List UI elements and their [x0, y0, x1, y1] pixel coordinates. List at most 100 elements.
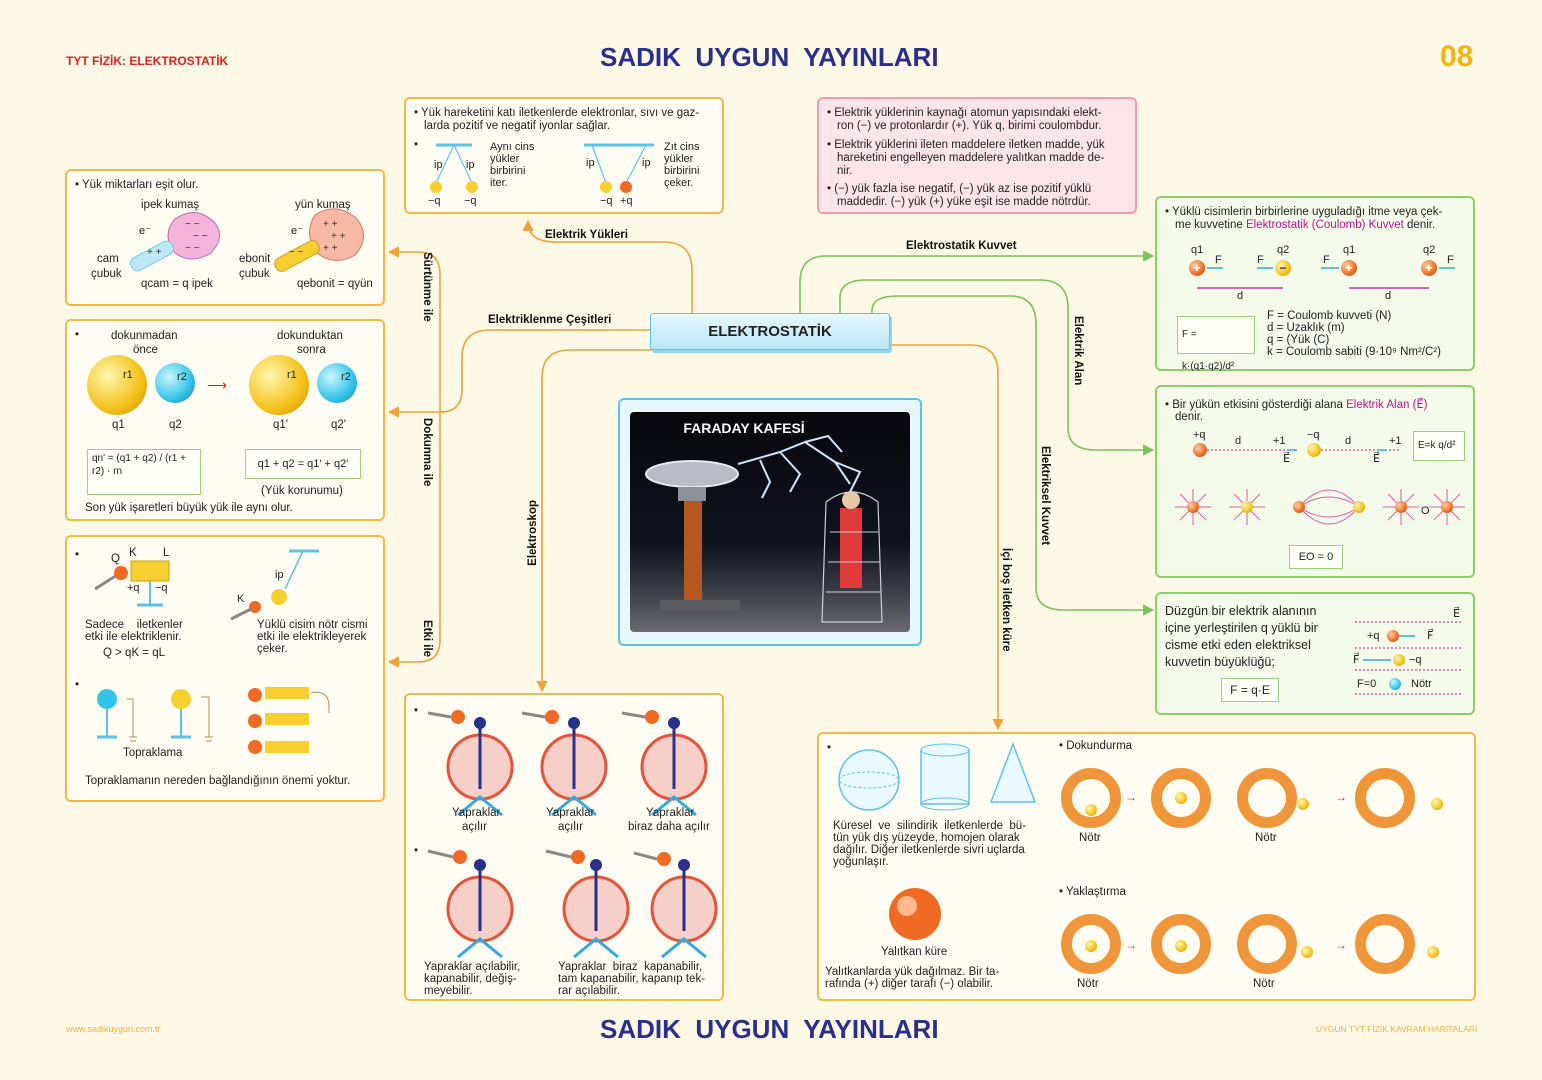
- label-minus-q: −q: [155, 582, 168, 594]
- kuvvet-F-zero: F=0: [1357, 678, 1377, 690]
- label-q1-a: q1: [1191, 244, 1204, 256]
- sphere-q1-before: [87, 355, 147, 415]
- formula-yuk-korunumu: q1 + q2 = q1' + q2': [245, 449, 361, 479]
- label-yun: yün kumaş: [295, 199, 351, 211]
- label-notr-4: Nötr: [1253, 978, 1275, 990]
- surtunme-bullet: • Yük miktarları eşit olur.: [75, 179, 199, 191]
- coulomb-legend-4: k = Coulomb sabiti (9·10⁹ Nm²/C²): [1267, 346, 1441, 358]
- kuvvet-line3: cisme etki eden elektriksel: [1165, 638, 1311, 652]
- elektroskop-c3-line2: biraz daha açılır: [628, 821, 710, 833]
- probe-ball-3: [1297, 798, 1309, 810]
- svg-text:+ +: + +: [331, 231, 346, 242]
- label-cam-1: cam: [97, 253, 119, 265]
- shell-3: [1237, 768, 1297, 828]
- footer-website[interactable]: www.sadikuygun.com.tr: [66, 1024, 161, 1034]
- same-charge-line2: yükler: [490, 153, 520, 165]
- rubbing-illustration: − −− −− − + ++ ++ + + +− −: [130, 208, 364, 272]
- label-topraklama: Topraklama: [123, 747, 183, 759]
- force-label-1: F: [1215, 254, 1222, 266]
- page-number: 08: [1440, 40, 1474, 73]
- coulomb-arrows: [1197, 267, 1455, 289]
- equation-ebonit-yun: qebonit = qyün: [297, 278, 373, 290]
- coulomb-box: • Yüklü cisimlerin birbirlerine uyguladı…: [1155, 196, 1475, 372]
- alan-test-charge-2: +1: [1389, 435, 1402, 447]
- label-K-induced: K: [237, 593, 245, 605]
- shell-4: [1355, 768, 1415, 828]
- alan-distance-2: d: [1345, 435, 1352, 447]
- etki-box: • Q K L +q −q ip K Sadece iletkenler etk…: [65, 535, 385, 802]
- coulomb-legend-3: q = (Yük (C): [1267, 334, 1330, 346]
- alan-charge-positive: [1193, 443, 1207, 457]
- field-charge-6: [1441, 501, 1453, 513]
- radius-r1-before: r1: [123, 369, 133, 381]
- header-topic: TYT FİZİK: ELEKTROSTATİK: [66, 54, 228, 68]
- label-before-2: önce: [133, 344, 158, 356]
- alan-eo-formula: EO = 0: [1289, 545, 1343, 569]
- probe-ball-6: [1175, 940, 1187, 952]
- formula-dokunma-share: qn' = (q1 + q2) / (r1 + r2) · rn: [87, 449, 201, 495]
- edge-label-elektriksel-kuvvet: Elektriksel Kuvvet: [1039, 446, 1051, 546]
- elektroskop-box: • • Yapraklar açılır Yapraklar açılır Ya…: [404, 693, 724, 1001]
- sphere-q1-after: [249, 355, 309, 415]
- tesla-coil-illustration: [645, 434, 883, 623]
- center-node[interactable]: ELEKTROSTATİK: [650, 313, 890, 350]
- coulomb-legend-1: F = Coulomb kuvveti (N): [1267, 310, 1392, 322]
- kuvvet-box: Düzgün bir elektrik alanının içine yerle…: [1155, 592, 1475, 715]
- alan-formula: E=k q/d²: [1413, 431, 1465, 461]
- label-before-1: dokunmadan: [111, 330, 178, 342]
- kuvvet-plus-q: +q: [1367, 630, 1380, 642]
- alan-line1: • Bir yükün etkisini gösterdiği alana El…: [1165, 399, 1428, 411]
- opp-charge-line4: çeker.: [664, 177, 694, 189]
- label-ip-4: ip: [642, 157, 651, 169]
- label-notr-1: Nötr: [1079, 832, 1101, 844]
- sphere-q2-after: [317, 363, 357, 403]
- charge-positive-2: +: [1341, 260, 1357, 276]
- kure-text-line1: Küresel ve silindirik iletkenlerde bü-: [833, 820, 1027, 832]
- label-minus-q-2: −q: [464, 195, 477, 207]
- kuvvet-notr: Nötr: [1411, 678, 1432, 690]
- force-label-2: F: [1257, 254, 1264, 266]
- svg-text:− −: − −: [289, 247, 304, 258]
- radius-r2-after: r2: [341, 371, 351, 383]
- radius-r2-before: r2: [177, 371, 187, 383]
- center-title: ELEKTROSTATİK: [708, 323, 832, 340]
- svg-text:− −: − −: [185, 243, 200, 254]
- shell-1: [1061, 768, 1121, 828]
- edge-label-elektroskop: Elektroskop: [527, 500, 539, 566]
- footer-publisher: SADIK UYGUN YAYINLARI: [600, 1014, 939, 1044]
- elektroskop-c5-line1: Yapraklar biraz kapanabilir,: [558, 961, 703, 973]
- label-q2-b: q2: [1423, 244, 1436, 256]
- topic-prefix: TYT FİZİK:: [66, 54, 126, 68]
- label-q2-prime: q2': [331, 419, 346, 431]
- field-point-O: O: [1421, 505, 1430, 517]
- probe-ball-2: [1175, 792, 1187, 804]
- label-ip-2: ip: [466, 159, 475, 171]
- field-charge-2: [1241, 501, 1253, 513]
- kure-text-line4: yoğunlaşır.: [833, 856, 889, 868]
- probe-ball-5: [1085, 940, 1097, 952]
- label-dokundurma: • Dokundurma: [1059, 740, 1133, 752]
- field-charge-4: [1353, 501, 1365, 513]
- etki-text1-line3: Q > qK = qL: [103, 647, 166, 659]
- kuvvet-charge-positive: [1387, 630, 1399, 642]
- pink-b1-line1: Elektrik yüklerinin kaynağı atomun yapıs…: [834, 107, 1102, 119]
- alan-test-charge-1: +1: [1273, 435, 1286, 447]
- label-minus-q-3: −q: [600, 195, 613, 207]
- edge-label-ici-bos: İçi boş iletken küre: [1000, 548, 1012, 652]
- alan-label-minus-q: −q: [1307, 429, 1320, 441]
- same-charge-line4: iter.: [490, 177, 508, 189]
- label-Q: Q: [111, 553, 120, 565]
- kuvvet-E-label: E⃗: [1453, 608, 1460, 620]
- dokunma-note: Son yük işaretleri büyük yük ile aynı ol…: [85, 502, 293, 514]
- arrow-right-icon-3: →: [1125, 938, 1137, 952]
- elektroskop-c4-line3: meyebilir.: [424, 985, 473, 997]
- field-charge-3: [1293, 501, 1305, 513]
- label-after-1: dokunduktan: [277, 330, 343, 342]
- header-publisher: SADIK UYGUN YAYINLARI: [600, 42, 939, 72]
- sphere-q2-before: [155, 363, 195, 403]
- edge-label-etki: Etki ile: [421, 620, 433, 658]
- alan-E-label-1: E⃗: [1283, 453, 1290, 465]
- etki-note: Topraklamanın nereden bağlandığının önem…: [85, 775, 351, 787]
- arrow-right-icon-2: →: [1335, 790, 1347, 804]
